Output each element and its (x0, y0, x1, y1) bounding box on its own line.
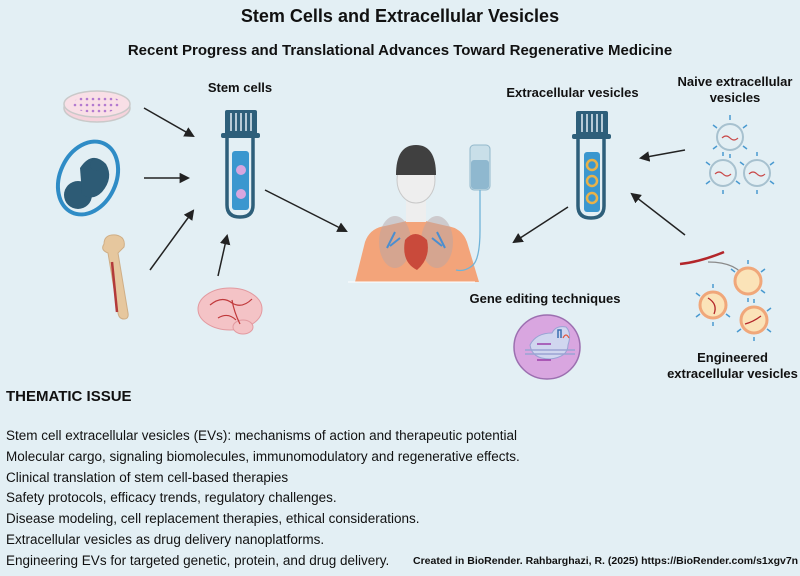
arrow-ev-to-patient (512, 206, 569, 244)
bone-marrow-icon (102, 234, 129, 320)
topic-item: Stem cell extracellular vesicles (EVs): … (6, 428, 517, 443)
naive-ev-icon (705, 115, 775, 194)
page-title: Stem Cells and Extracellular Vesicles (240, 6, 560, 26)
engineered-ev-icon (679, 250, 772, 341)
arrow-naive-to-ev (638, 149, 686, 162)
label-engineered-ev-line2: extracellular vesicles (667, 366, 798, 381)
topic-item: Molecular cargo, signaling biomolecules,… (6, 448, 520, 464)
label-extracellular-vesicles: Extracellular vesicles (506, 85, 639, 100)
arrow-petri-to-stem (143, 107, 195, 138)
arrow-bone-to-stem (149, 209, 195, 271)
topic-item: Clinical translation of stem cell-based … (6, 469, 289, 485)
ev-tube-icon (572, 111, 611, 220)
page-subtitle: Recent Progress and Translational Advanc… (127, 42, 673, 59)
arrow-engineered-to-ev (630, 192, 686, 236)
label-engineered-ev: Engineered extracellular vesicles (665, 350, 800, 382)
topic-item: Engineering EVs for targeted genetic, pr… (6, 552, 390, 568)
patient-icon (348, 145, 479, 283)
label-naive-ev: Naive extracellular vesicles (675, 74, 795, 106)
label-engineered-ev-line1: Engineered (697, 350, 768, 365)
topic-item: Disease modeling, cell replacement thera… (6, 511, 420, 527)
arrow-brain-to-stem (217, 233, 231, 277)
gene-editing-cell-icon (513, 314, 581, 380)
thematic-issue-heading: THEMATIC ISSUE (6, 388, 132, 405)
topic-item: Extracellular vesicles as drug delivery … (6, 531, 325, 547)
iv-bag-icon (455, 144, 491, 272)
arrow-stem-to-patient (264, 189, 348, 232)
petri-dish-icon (63, 90, 131, 123)
embryo-icon (55, 139, 121, 217)
label-stem-cells: Stem cells (207, 80, 273, 95)
brain-icon (197, 287, 263, 335)
stem-cell-tube-icon (221, 110, 260, 219)
label-gene-editing: Gene editing techniques (469, 291, 621, 306)
topic-item: Safety protocols, efficacy trends, regul… (6, 490, 337, 506)
thematic-topic-list: Stem cell extracellular vesicles (EVs): … (6, 426, 520, 572)
biorender-credit: Created in BioRender. Rahbarghazi, R. (2… (413, 555, 799, 567)
label-naive-ev-line1: Naive extracellular (677, 74, 793, 89)
label-naive-ev-line2: vesicles (709, 90, 761, 105)
